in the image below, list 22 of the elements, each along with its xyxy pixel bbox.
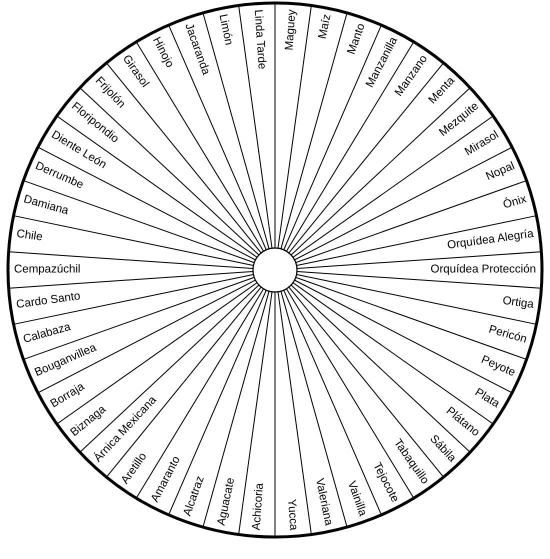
sector-label: Cardo Santo (16, 290, 82, 312)
sector-label: Ónix (502, 193, 528, 212)
sector-label: Maíz (316, 13, 334, 40)
sector-label: Orquídea Protección (430, 264, 536, 276)
sector-label: Maguey (284, 9, 300, 51)
sector-label: Cempazúchil (14, 264, 80, 276)
sector-label: Limón (216, 13, 235, 46)
sector-label: Hinojo (150, 35, 176, 70)
sector-label: Yucca (284, 498, 300, 531)
sector-label: Pericón (487, 324, 528, 347)
sector-label: Vainilla (344, 480, 369, 518)
sector-label: Achicoria (250, 482, 267, 531)
sector-label: Manto (346, 22, 368, 56)
sector-label: Linda Tarde (250, 9, 268, 70)
sector-label: Nopal (484, 160, 517, 184)
sector-label: Ortiga (502, 294, 534, 312)
sector-label: Plata (472, 386, 502, 410)
sector-label: Valeriana (312, 477, 334, 527)
sector-label: Orquídea Alegría (446, 228, 534, 253)
sector-label: Calabaza (22, 321, 72, 346)
sector-label: Aguacate (216, 476, 238, 527)
sector-label: Chile (16, 228, 44, 244)
